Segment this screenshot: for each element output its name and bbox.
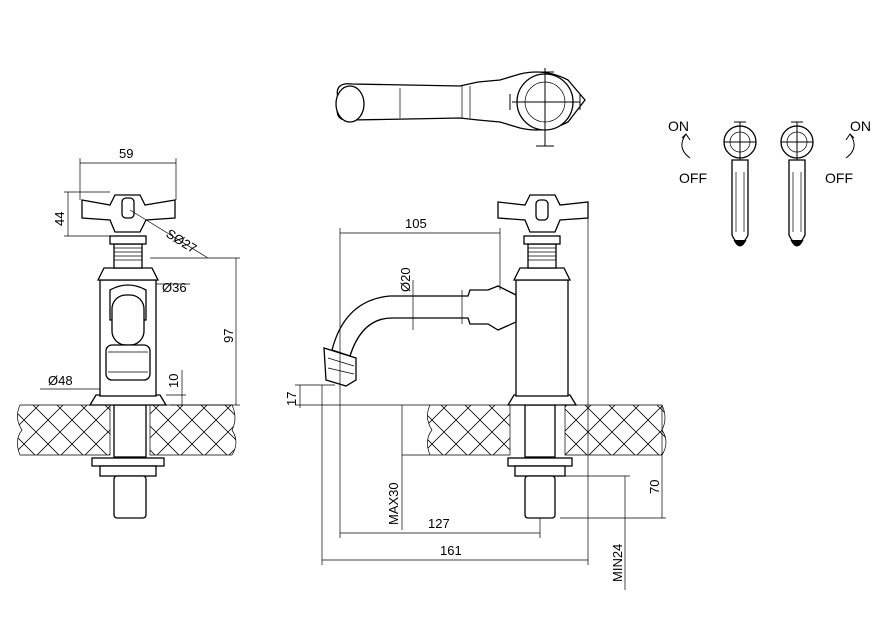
left-operation-spout xyxy=(731,159,749,245)
right-operation-spout xyxy=(788,159,806,245)
spout-outlet xyxy=(105,344,151,381)
dim-44-label: 44 xyxy=(52,212,67,226)
deck-right-section xyxy=(149,404,237,456)
dim-70-label: 70 xyxy=(647,480,662,494)
spout-stem xyxy=(111,294,145,346)
front-base xyxy=(506,394,578,406)
front-washer xyxy=(507,457,573,467)
on-label-left: ON xyxy=(668,118,689,134)
dim-spout-diameter-label: Ø20 xyxy=(398,267,413,292)
dim-sphere-leader xyxy=(129,209,209,259)
off-label-right: OFF xyxy=(825,170,853,186)
front-shank xyxy=(524,404,556,458)
base-flange xyxy=(88,394,168,406)
deck-left-front xyxy=(427,404,511,456)
right-rotation-arrow xyxy=(845,133,855,159)
dim-min24-label: MIN24 xyxy=(610,544,625,582)
deck-left-section xyxy=(17,404,111,456)
front-nut xyxy=(514,465,566,477)
dim-base-height-label: 10 xyxy=(166,374,181,388)
top-view xyxy=(335,68,586,147)
body-collar xyxy=(96,267,160,281)
on-off-diagram: ON OFF ON OFF xyxy=(668,118,871,247)
front-tail xyxy=(524,475,556,519)
deck-right-front xyxy=(564,404,667,456)
dim-59-label: 59 xyxy=(119,146,133,161)
front-body xyxy=(515,279,569,397)
top-view-outlet xyxy=(335,85,365,123)
off-label-left: OFF xyxy=(679,170,707,186)
dim-sphere-label: SØ27 xyxy=(163,226,199,256)
front-view: 105 Ø20 17 MAX30 127 161 70 MIN24 xyxy=(284,194,667,590)
dim-127-label: 127 xyxy=(428,516,450,531)
dim-105-label: 105 xyxy=(405,216,427,231)
dim-tap-height-label: 97 xyxy=(221,329,236,343)
spout xyxy=(331,285,517,357)
dim-max30-label: MAX30 xyxy=(386,482,401,525)
dim-body-diameter-label: Ø36 xyxy=(162,280,187,295)
headwork-threads xyxy=(114,247,142,261)
side-view: 59 44 SØ27 Ø36 Ø48 10 97 xyxy=(17,146,240,519)
dim-17-label: 17 xyxy=(284,392,299,406)
washer xyxy=(91,457,165,467)
tail-pipe xyxy=(113,475,147,519)
dim-base-diameter-label: Ø48 xyxy=(48,373,73,388)
shank xyxy=(113,404,147,458)
nut xyxy=(99,465,157,477)
dim-161-label: 161 xyxy=(440,543,462,558)
on-label-right: ON xyxy=(850,118,871,134)
left-rotation-arrow xyxy=(681,133,691,159)
handle-indicator xyxy=(121,197,135,219)
